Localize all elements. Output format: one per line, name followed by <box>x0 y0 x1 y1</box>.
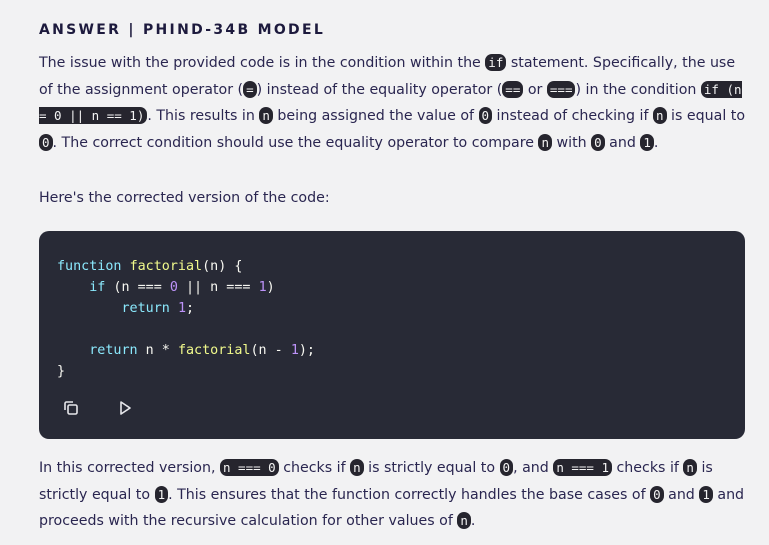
inline-code: n <box>538 134 553 152</box>
answer-heading: ANSWER | PHIND-34B MODEL <box>39 22 326 38</box>
inline-code: if <box>485 54 507 71</box>
inline-code: 0 <box>591 134 605 152</box>
lead-in-text: Here's the corrected version of the code… <box>39 190 330 206</box>
inline-code: == <box>502 80 524 98</box>
inline-code: 1 <box>640 134 654 152</box>
copy-icon[interactable] <box>61 398 81 418</box>
code-toolbar <box>61 398 135 418</box>
inline-code: n <box>457 512 471 530</box>
play-icon[interactable] <box>115 398 135 418</box>
inline-code: if (n = 0 || n == 1) <box>39 80 742 125</box>
code-block: function factorial(n) { if (n === 0 || n… <box>39 231 745 439</box>
inline-code: n <box>350 459 364 476</box>
inline-code: === <box>546 80 576 98</box>
inline-code: n <box>653 107 667 125</box>
inline-code: n <box>259 107 273 125</box>
inline-code: = <box>243 80 257 98</box>
inline-code: 1 <box>699 485 713 503</box>
inline-code: 0 <box>39 134 53 152</box>
inline-code: 0 <box>478 107 493 125</box>
intro-paragraph: The issue with the provided code is in t… <box>39 54 746 152</box>
inline-code: n === 0 <box>220 459 279 476</box>
inline-code: 0 <box>499 459 514 476</box>
code-content[interactable]: function factorial(n) { if (n === 0 || n… <box>57 259 315 379</box>
inline-code: n <box>683 459 697 476</box>
inline-code: n === 1 <box>553 459 612 476</box>
inline-code: 0 <box>650 485 664 503</box>
explanation-paragraph: In this corrected version, n === 0 check… <box>39 459 745 530</box>
inline-code: 1 <box>154 485 169 503</box>
